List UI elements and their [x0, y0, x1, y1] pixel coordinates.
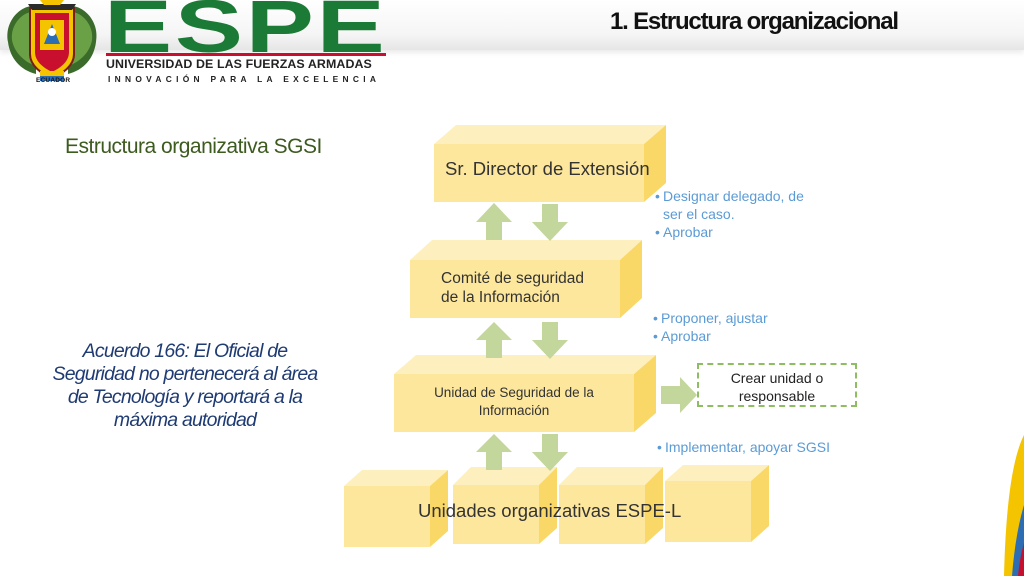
logo-divider	[106, 53, 386, 56]
box-top	[394, 355, 656, 374]
org-box-unit	[559, 485, 645, 544]
box-top	[665, 465, 769, 481]
logo-university-name: UNIVERSIDAD DE LAS FUERZAS ARMADAS	[106, 57, 372, 71]
logo-tagline: INNOVACIÓN PARA LA EXCELENCIA	[108, 74, 381, 84]
agreement-line: Acuerdo 166: El Oficial de	[82, 340, 288, 362]
note-item: •Aprobar	[653, 328, 711, 344]
logo-wordmark: ESPE	[104, 0, 388, 68]
arrow-down-icon	[532, 322, 568, 359]
note-item: •Designar delegado, de	[655, 188, 804, 204]
box-top	[453, 467, 557, 485]
agreement-line: de Tecnología y reportará a la	[67, 386, 303, 408]
header-bar	[0, 0, 1024, 50]
box-side	[645, 467, 663, 544]
org-box-label-line: Comité de seguridad	[441, 270, 585, 287]
box-side	[430, 470, 448, 547]
flag-strip-icon	[1004, 435, 1024, 576]
org-box-unit	[453, 485, 539, 544]
espe-seal-icon	[7, 0, 97, 81]
org-box-label-line: Unidad de Seguridad de la	[434, 385, 594, 400]
section-heading: Estructura organizativa SGSI	[65, 135, 322, 158]
org-box-unit	[665, 481, 751, 542]
org-box-label-line: de la Información	[441, 289, 560, 307]
arrow-up-icon	[476, 434, 512, 470]
agreement-line: máxima autoridad	[113, 409, 257, 431]
create-unit-line: responsable	[738, 388, 816, 404]
box-side	[620, 240, 642, 318]
note-security-unit: •Implementar, apoyar SGSI	[657, 438, 830, 456]
org-units-label: Unidades organizativas ESPE-L	[418, 500, 682, 521]
arrow-down-icon	[532, 204, 568, 241]
arrow-up-icon	[476, 322, 512, 358]
box-top	[559, 467, 663, 485]
org-box-label: Sr. Director de Extensión	[445, 158, 650, 179]
note-committee: •Proponer, ajustar •Aprobar	[653, 309, 768, 345]
agreement-note: Acuerdo 166: El Oficial de Seguridad no …	[40, 340, 330, 432]
org-box-label: Comité de seguridad de la Información	[441, 269, 584, 308]
seal-caption: ECUADOR	[36, 77, 71, 84]
org-box-label: Unidad de Seguridad de la Información	[394, 384, 634, 420]
box-side	[644, 125, 666, 202]
org-box-security-unit: Unidad de Seguridad de la Información	[394, 374, 634, 432]
box-side	[539, 467, 557, 544]
box-side	[634, 355, 656, 432]
box-top	[344, 470, 448, 486]
note-item: ser el caso.	[663, 206, 735, 222]
note-item: •Implementar, apoyar SGSI	[657, 439, 830, 455]
org-box-unit	[344, 486, 430, 547]
arrow-right-icon	[661, 377, 697, 413]
arrow-up-icon	[476, 203, 512, 240]
create-unit-box: Crear unidad o responsable	[697, 363, 857, 407]
box-top	[410, 240, 642, 260]
org-box-director: Sr. Director de Extensión	[434, 144, 650, 202]
note-director: •Designar delegado, de ser el caso. •Apr…	[655, 187, 804, 241]
box-top	[434, 125, 666, 144]
org-box-committee: Comité de seguridad de la Información	[410, 260, 620, 318]
arrow-down-icon	[532, 434, 568, 471]
agreement-line: Seguridad no pertenecerá al área	[52, 363, 319, 385]
note-item: •Aprobar	[655, 224, 713, 240]
org-box-label-line: Información	[478, 403, 550, 418]
box-side	[751, 465, 769, 542]
slide-title: 1. Estructura organizacional	[610, 8, 899, 35]
create-unit-line: Crear unidad o	[730, 370, 824, 386]
note-item: •Proponer, ajustar	[653, 310, 768, 326]
